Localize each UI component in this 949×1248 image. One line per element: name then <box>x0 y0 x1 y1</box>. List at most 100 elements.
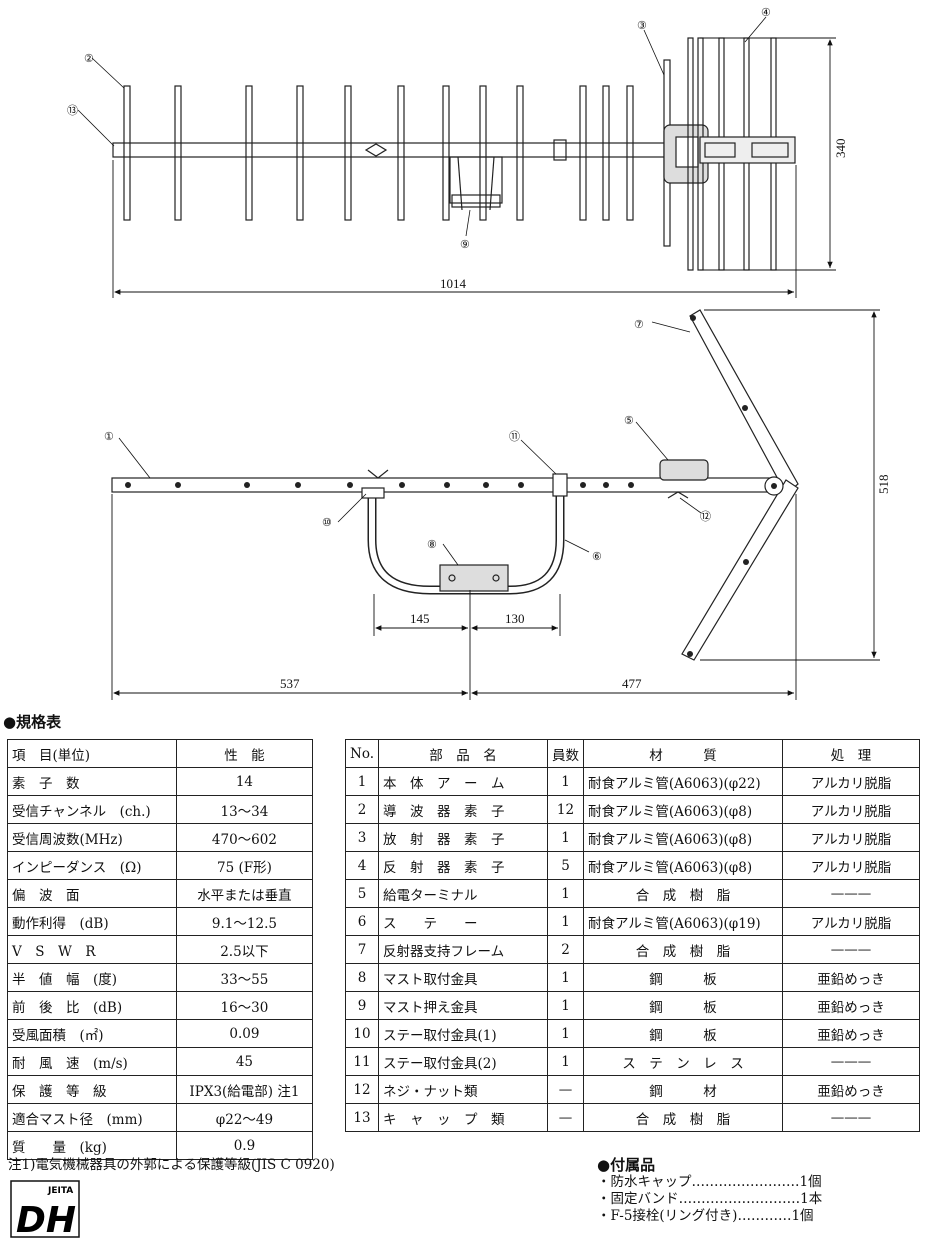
spec-row: 偏 波 面水平または垂直 <box>7 879 314 908</box>
spec-header-row: 項 目(単位) 性 能 <box>7 739 314 768</box>
part-name: 給電ターミナル <box>378 879 548 908</box>
part-treatment: ——— <box>782 935 920 964</box>
part-material: 合 成 樹 脂 <box>583 1103 783 1132</box>
parts-header-material: 材 質 <box>583 739 783 768</box>
part-material: ス テ ン レ ス <box>583 1047 783 1076</box>
spec-header-item: 項 目(単位) <box>7 739 177 768</box>
spec-value: 0.09 <box>175 1019 314 1048</box>
part-qty: 2 <box>547 935 584 964</box>
part-material: 鋼 板 <box>583 991 783 1020</box>
part-material: 耐食アルミ管(A6063)(φ8) <box>583 795 783 824</box>
spec-value: 33〜55 <box>175 963 314 992</box>
footnote: 注1)電気機械器具の外郭による保護等級(JIS C 0920) <box>8 1157 335 1173</box>
part-name: 導 波 器 素 子 <box>378 795 548 824</box>
part-no: 9 <box>345 991 379 1020</box>
accessories: ●付属品 ・防水キャップ……………………1個・固定バンド………………………1本・… <box>597 1157 822 1225</box>
mast-mount <box>439 564 509 592</box>
spec-value: 水平または垂直 <box>175 879 314 908</box>
dim-total-length: 1014 <box>440 276 467 291</box>
spec-item: 動作利得 (dB) <box>7 907 177 936</box>
part-material: 合 成 樹 脂 <box>583 935 783 964</box>
spec-value: 13〜34 <box>175 795 314 824</box>
part-name: 反射器支持フレーム <box>378 935 548 964</box>
spec-item: インピーダンス (Ω) <box>7 851 177 880</box>
part-name: キ ャ ッ プ 類 <box>378 1103 548 1132</box>
callout-4: ④ <box>761 7 771 19</box>
part-treatment: ——— <box>782 1103 920 1132</box>
part-qty: 1 <box>547 963 584 992</box>
part-material: 耐食アルミ管(A6063)(φ8) <box>583 823 783 852</box>
side-view <box>111 309 799 661</box>
part-name: 本 体 ア ー ム <box>378 767 548 796</box>
spec-row: 受風面積 (㎡)0.09 <box>7 1019 314 1048</box>
part-treatment: ——— <box>782 1047 920 1076</box>
spec-item: 半 値 幅 (度) <box>7 963 177 992</box>
director-elements <box>123 85 634 221</box>
parts-header-name: 部 品 名 <box>378 739 548 768</box>
part-name: ステー取付金具(1) <box>378 1019 548 1048</box>
spec-header-value: 性 能 <box>175 739 314 768</box>
parts-header-treatment: 処 理 <box>782 739 920 768</box>
spec-row: 受信周波数(MHz)470〜602 <box>7 823 314 852</box>
part-name: マスト押え金具 <box>378 991 548 1020</box>
boom-holes <box>125 482 634 488</box>
dim-side-height: 518 <box>876 475 891 495</box>
part-callouts: ② ⑬ ③ ④ ⑨ ① ⑪ ⑤ ⑦ ⑩ ⑧ ⑥ ⑫ <box>67 7 771 563</box>
callout-1: ① <box>104 431 114 443</box>
part-qty: 1 <box>547 879 584 908</box>
part-qty: 5 <box>547 851 584 880</box>
callout-11: ⑪ <box>509 430 520 443</box>
part-name: ス テ ー <box>378 907 548 936</box>
dim-top-height: 340 <box>833 139 848 159</box>
part-qty: 1 <box>547 1019 584 1048</box>
part-qty: 1 <box>547 1047 584 1076</box>
spec-title: ●規格表 <box>3 713 62 731</box>
spec-row: インピーダンス (Ω)75 (F形) <box>7 851 314 880</box>
spec-item: V S W R <box>7 935 177 964</box>
spec-item: 質 量 (kg) <box>7 1131 177 1160</box>
jeita-dh-logo: JEITA DH <box>10 1180 80 1238</box>
part-treatment: アルカリ脱脂 <box>782 823 920 852</box>
part-no: 3 <box>345 823 379 852</box>
spec-value: 9.1〜12.5 <box>175 907 314 936</box>
part-material: 耐食アルミ管(A6063)(φ8) <box>583 851 783 880</box>
spec-row: 受信チャンネル (ch.)13〜34 <box>7 795 314 824</box>
part-material: 耐食アルミ管(A6063)(φ19) <box>583 907 783 936</box>
part-no: 11 <box>345 1047 379 1076</box>
part-material: 鋼 板 <box>583 963 783 992</box>
accessory-item: ・防水キャップ……………………1個 <box>597 1174 822 1190</box>
part-qty: 1 <box>547 767 584 796</box>
top-view <box>112 37 796 271</box>
spec-item: 受信周波数(MHz) <box>7 823 177 852</box>
part-treatment: 亜鉛めっき <box>782 963 920 992</box>
parts-header-row: No. 部 品 名 員数 材 質 処 理 <box>345 739 920 768</box>
spec-row: 前 後 比 (dB)16〜30 <box>7 991 314 1020</box>
part-name: 反 射 器 素 子 <box>378 851 548 880</box>
part-no: 10 <box>345 1019 379 1048</box>
callout-9: ⑨ <box>460 239 470 251</box>
part-no: 5 <box>345 879 379 908</box>
part-no: 1 <box>345 767 379 796</box>
part-no: 2 <box>345 795 379 824</box>
part-name: マスト取付金具 <box>378 963 548 992</box>
spec-item: 前 後 比 (dB) <box>7 991 177 1020</box>
accessory-item: ・固定バンド………………………1本 <box>597 1191 823 1207</box>
spec-item: 耐 風 速 (m/s) <box>7 1047 177 1076</box>
part-material: 合 成 樹 脂 <box>583 879 783 908</box>
part-qty: 1 <box>547 823 584 852</box>
technical-drawing: 1014 340 <box>67 7 891 700</box>
accessories-list: ・防水キャップ……………………1個・固定バンド………………………1本・F-5接栓… <box>597 1174 822 1225</box>
parts-header-qty: 員数 <box>547 739 584 768</box>
callout-10: ⑩ <box>322 517 332 529</box>
part-treatment: 亜鉛めっき <box>782 991 920 1020</box>
part-no: 6 <box>345 907 379 936</box>
